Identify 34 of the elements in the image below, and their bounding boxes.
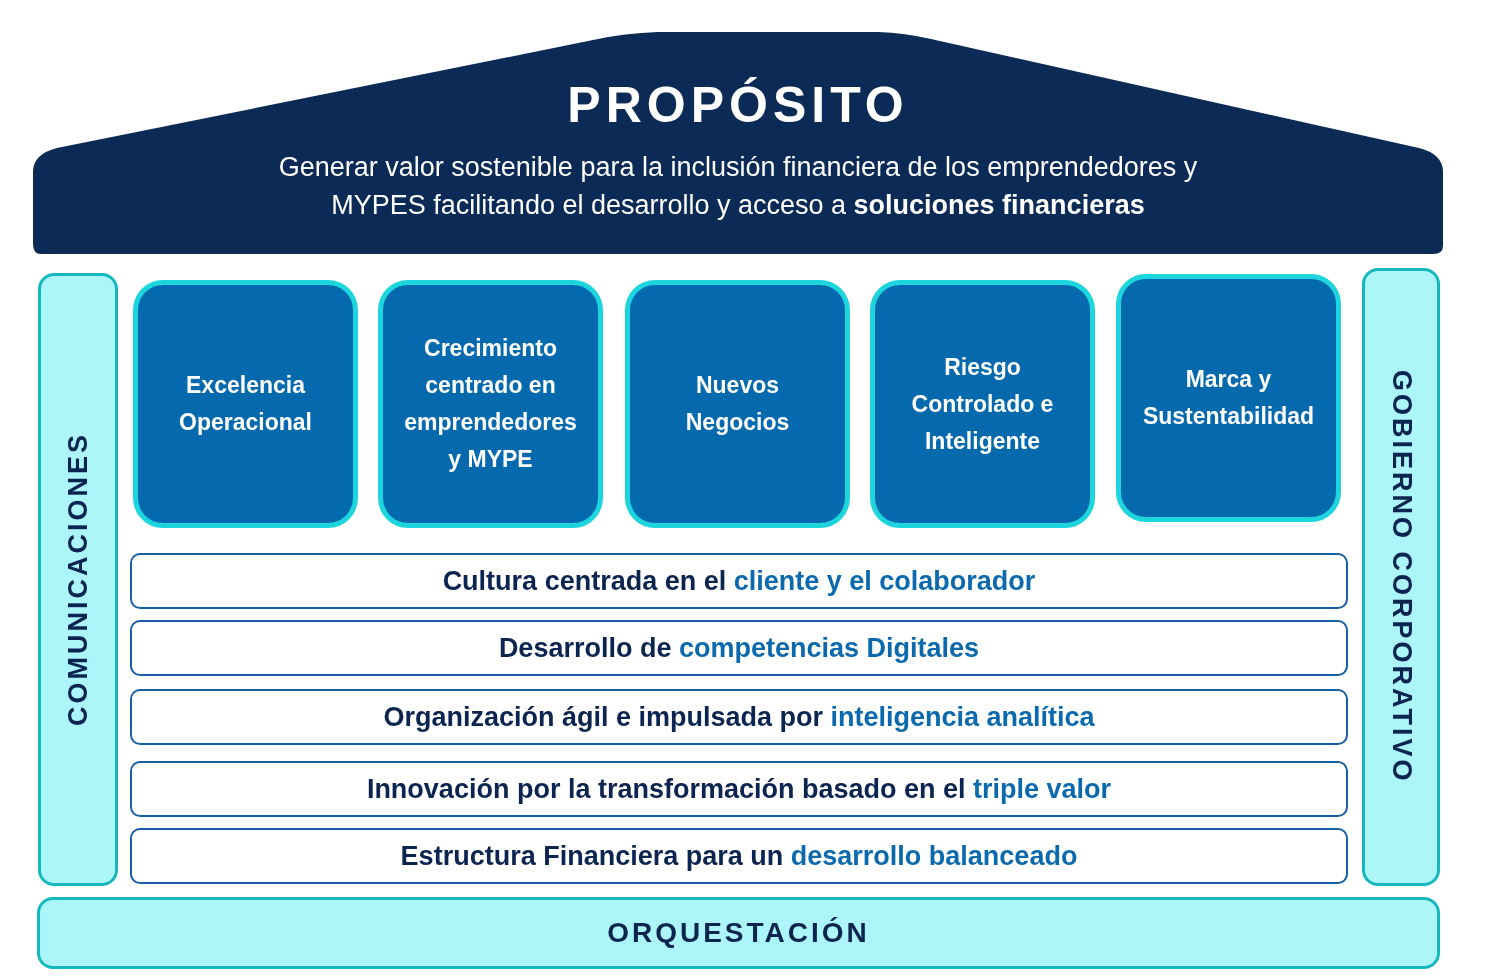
- card-label: Riesgo Controlado e Inteligente: [910, 352, 1055, 456]
- highlight-text: competencias Digitales: [679, 632, 980, 664]
- base-label: ORQUESTACIÓN: [607, 917, 870, 949]
- pillar-label: COMUNICACIONES: [62, 432, 94, 727]
- highlight-text: cliente y el colaborador: [733, 565, 1036, 597]
- pillar-card: [378, 280, 603, 528]
- band-text: Innovación por la transformación basado en el: [366, 773, 966, 805]
- strategy-band: [130, 620, 1348, 676]
- pillar-card: [1116, 274, 1341, 522]
- pillar-panel: [38, 273, 118, 886]
- strategy-band: [130, 689, 1348, 745]
- card-label: Excelencia Operacional: [178, 371, 313, 437]
- highlight-text: inteligencia analítica: [830, 701, 1095, 733]
- card-label: Crecimiento centrado en emprendedores y MYPE: [403, 334, 578, 474]
- band-text: Organización ágil e impulsada por: [383, 701, 823, 733]
- card-label: Marca y Sustentabilidad: [1141, 365, 1316, 431]
- strategy-band: [130, 828, 1348, 884]
- title-text: PROPÓSITO: [567, 76, 909, 134]
- body-text: Generar valor sostenible para la inclusión financiera de los emprendedores y MYPES facilitando el desarrollo y acceso a soluciones financieras: [277, 151, 1199, 222]
- roof-banner: [33, 32, 1443, 254]
- band-text: Estructura Financiera para un: [400, 840, 784, 872]
- highlight-text: desarrollo balanceado: [790, 840, 1078, 872]
- pillar-label: GOBIERNO CORPORATIVO: [1385, 370, 1417, 784]
- base-panel: [37, 897, 1440, 969]
- pillar-card: [625, 280, 850, 528]
- pillar-panel: [1362, 268, 1440, 886]
- band-text: Desarrollo de: [498, 632, 672, 664]
- pillar-card: [870, 280, 1095, 528]
- card-label: Nuevos Negocios: [684, 371, 791, 437]
- strategy-band: [130, 553, 1348, 609]
- highlight-text: triple valor: [973, 773, 1112, 805]
- strategy-band: [130, 761, 1348, 817]
- pillar-card: [133, 280, 358, 528]
- band-text: Cultura centrada en el: [442, 565, 727, 597]
